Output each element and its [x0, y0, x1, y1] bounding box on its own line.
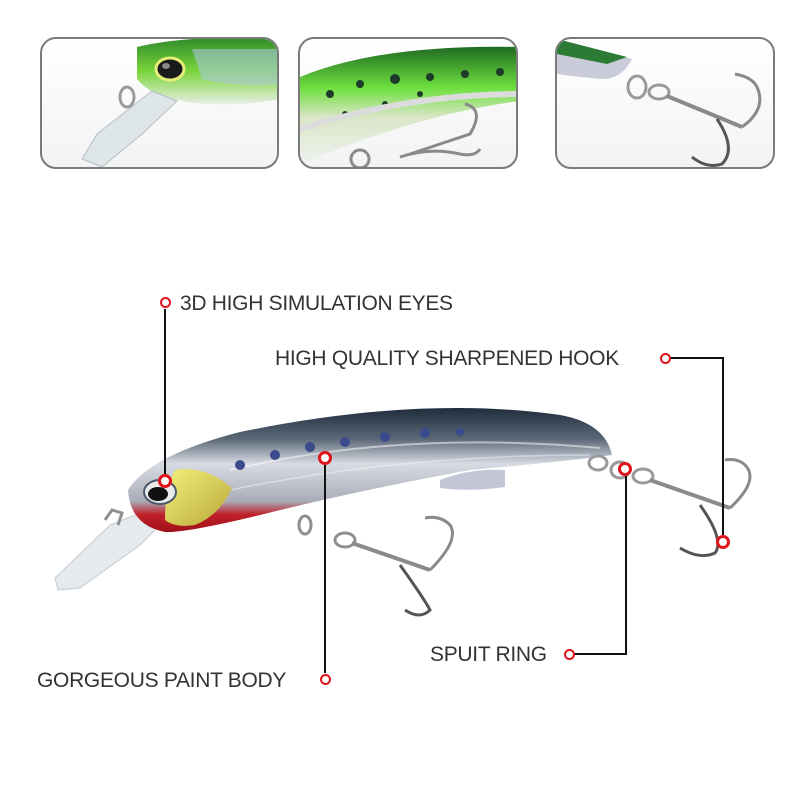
ring-callout-label: SPUIT RING	[430, 643, 547, 666]
ring-target-dot	[618, 462, 632, 476]
eyes-callout-dot	[160, 297, 171, 308]
body-callout-dot	[320, 674, 331, 685]
thumbnail-tail-hook[interactable]	[555, 37, 775, 169]
ring-callout-dot	[564, 649, 575, 660]
hook-callout-dot	[660, 353, 671, 364]
ring-leader-line-h	[575, 653, 627, 655]
body-target-dot	[318, 451, 332, 465]
eyes-target-dot	[158, 474, 172, 488]
eyes-callout-label: 3D HIGH SIMULATION EYES	[180, 292, 453, 315]
body-callout-label: GORGEOUS PAINT BODY	[37, 669, 287, 692]
hook-leader-line-h	[671, 357, 723, 359]
hook-callout-label: HIGH QUALITY SHARPENED HOOK	[275, 347, 619, 370]
lure-body-image	[300, 46, 516, 167]
thumbnail-body-paint[interactable]	[298, 37, 518, 169]
hook-leader-line-v	[722, 357, 724, 535]
thumbnail-lip-eye[interactable]	[40, 37, 279, 169]
ring-leader-line-v	[625, 476, 627, 655]
eyes-leader-line	[164, 309, 166, 479]
tail-hook-image	[557, 39, 762, 167]
lure-head-image	[81, 39, 277, 167]
body-leader-line	[324, 465, 326, 673]
hook-target-dot	[716, 535, 730, 549]
